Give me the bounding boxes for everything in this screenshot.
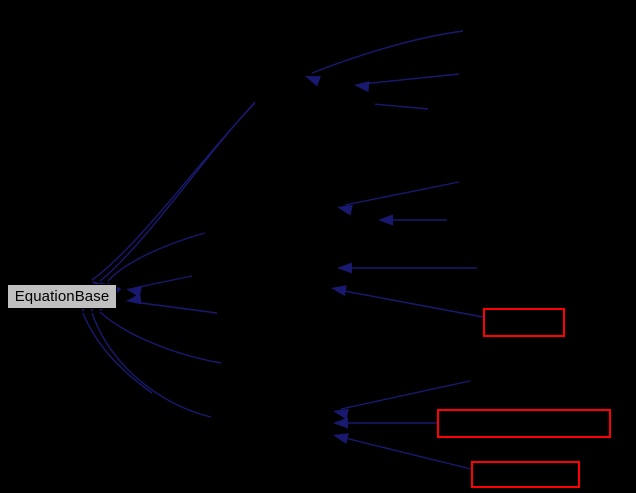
graph-edge xyxy=(91,312,212,418)
edge-arrowhead xyxy=(126,293,142,305)
graph-node-mid-upper[interactable] xyxy=(255,95,375,120)
graph-edge xyxy=(133,301,218,314)
graph-node-derived-5[interactable] xyxy=(447,208,607,233)
graph-node-derived-7[interactable] xyxy=(483,308,565,337)
edge-arrowhead xyxy=(337,262,352,274)
edge-arrowhead xyxy=(333,417,348,429)
graph-edge xyxy=(361,73,460,85)
graph-edge xyxy=(340,380,471,410)
graph-edge xyxy=(338,289,484,318)
edge-arrowhead xyxy=(305,76,321,87)
graph-edge xyxy=(311,30,464,74)
graph-edge xyxy=(133,275,193,289)
edge-arrowhead xyxy=(333,408,349,420)
graph-node-derived-9[interactable] xyxy=(437,409,611,438)
graph-node-label: EquationBase xyxy=(14,288,110,305)
edge-arrowhead xyxy=(354,81,370,93)
edge-paths xyxy=(82,30,484,470)
graph-edge xyxy=(99,98,259,282)
graph-node-derived-6[interactable] xyxy=(477,256,627,281)
graph-edge xyxy=(107,232,206,282)
graph-edge xyxy=(99,311,222,364)
edge-arrowhead xyxy=(333,433,349,444)
graph-node-derived-1[interactable] xyxy=(463,19,623,44)
graph-node-derived-4[interactable] xyxy=(459,170,619,195)
graph-node-derived-3[interactable] xyxy=(428,97,588,122)
graph-node-equation-base[interactable]: EquationBase xyxy=(7,284,117,309)
graph-node-derived-10[interactable] xyxy=(471,461,580,488)
edge-arrowhead xyxy=(331,285,347,297)
graph-edge xyxy=(340,436,472,470)
graph-node-derived-2[interactable] xyxy=(459,62,619,87)
graph-edge xyxy=(82,312,153,394)
edge-arrowhead xyxy=(378,214,393,226)
graph-edge xyxy=(344,181,460,206)
edge-arrowhead xyxy=(337,204,353,216)
graph-node-derived-8[interactable] xyxy=(470,371,630,396)
